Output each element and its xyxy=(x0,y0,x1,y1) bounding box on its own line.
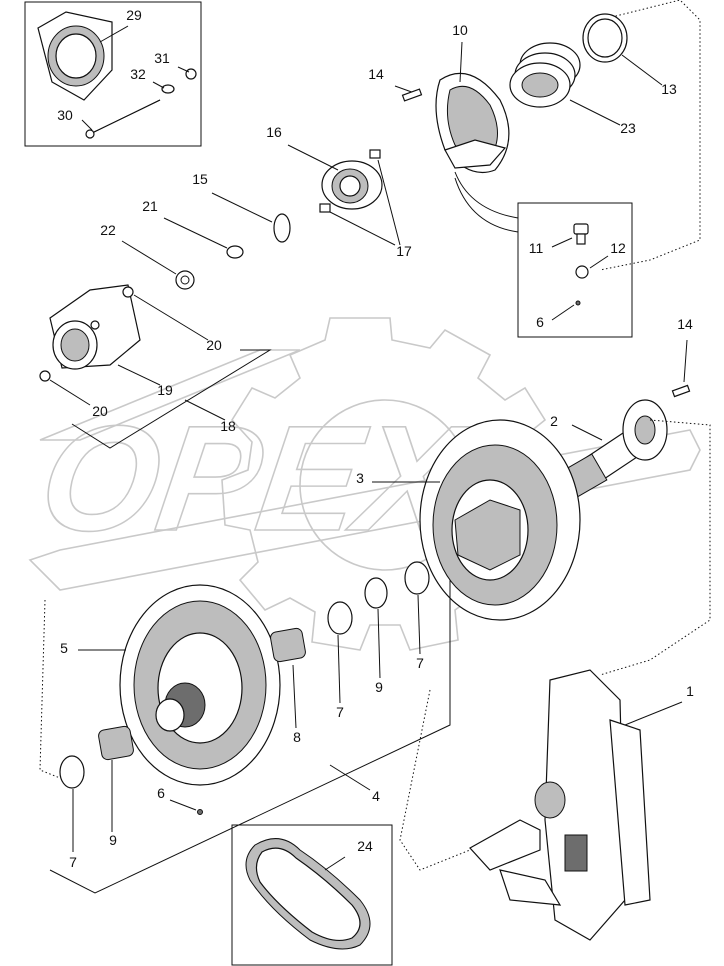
callout-label-l6a: 6 xyxy=(536,314,544,330)
callout-label-l3: 3 xyxy=(356,470,364,486)
part-5-sheave xyxy=(78,584,281,786)
callout-label-l31: 31 xyxy=(154,50,170,66)
gearbox-label-plate xyxy=(564,834,588,872)
callout-label-l24: 24 xyxy=(357,838,373,854)
part-7-ring-center xyxy=(327,601,353,704)
watermark-logo: OPEX xyxy=(28,317,701,651)
part-24-belt xyxy=(245,838,371,950)
callout-label-l6b: 6 xyxy=(157,785,165,801)
callout-label-l4: 4 xyxy=(372,788,380,804)
callout-label-l20a: 20 xyxy=(206,337,222,353)
callout-label-l13: 13 xyxy=(661,81,677,97)
callout-label-l19: 19 xyxy=(157,382,173,398)
part-17-fitting-a xyxy=(369,149,381,159)
callout-label-l1: 1 xyxy=(686,683,694,699)
callout-label-l8: 8 xyxy=(293,729,301,745)
callout-label-l10: 10 xyxy=(452,22,468,38)
part-20-plug-a xyxy=(122,286,134,298)
callout-label-l7b: 7 xyxy=(336,704,344,720)
part-12-nut xyxy=(575,265,589,279)
callout-label-l9b: 9 xyxy=(109,832,117,848)
callout-label-l12: 12 xyxy=(610,240,626,256)
callout-label-l30: 30 xyxy=(57,107,73,123)
callout-label-l7c: 7 xyxy=(69,854,77,870)
callout-label-l14a: 14 xyxy=(368,66,384,82)
callout-label-l23: 23 xyxy=(620,120,636,136)
part-1-gearbox xyxy=(469,669,683,941)
part-3-sheave xyxy=(372,419,581,621)
part-31-nut xyxy=(185,68,197,80)
part-21-washer xyxy=(163,217,244,259)
part-15-circlip xyxy=(211,192,291,243)
callout-label-l14b: 14 xyxy=(677,316,693,332)
callout-label-l11: 11 xyxy=(529,240,544,256)
inset-box-right xyxy=(454,171,633,338)
callout-label-l15: 15 xyxy=(192,171,208,187)
dotted-boundary-left xyxy=(39,599,61,779)
part-6-pin-top xyxy=(575,300,581,306)
part-29-bracket xyxy=(37,11,113,101)
inset-box-belt xyxy=(231,824,393,966)
callout-label-l9a: 9 xyxy=(375,679,383,695)
part-14-screw-right xyxy=(671,339,691,398)
part-19-housing xyxy=(49,284,141,370)
inset-box-top-left xyxy=(24,1,202,147)
part-10-cover xyxy=(435,41,510,174)
assembly-bracket-4 xyxy=(49,580,451,894)
part-23-spring xyxy=(509,42,621,126)
callout-label-l32: 32 xyxy=(130,66,146,82)
dotted-boundary-right xyxy=(599,419,711,676)
callout-label-l5: 5 xyxy=(60,640,68,656)
part-7-ring-right xyxy=(404,561,430,655)
callout-label-l21: 21 xyxy=(142,198,158,214)
part-7-ring-left xyxy=(59,755,85,852)
callout-label-l18: 18 xyxy=(220,418,236,434)
dotted-boundary-bottom xyxy=(399,689,471,871)
callout-label-l16: 16 xyxy=(266,124,282,140)
callout-label-l2: 2 xyxy=(550,413,558,429)
part-13-ring xyxy=(582,13,663,86)
part-22-nut xyxy=(121,240,195,290)
part-14-screw-top xyxy=(401,88,423,102)
part-32-washer xyxy=(161,84,175,94)
callout-label-l17: 17 xyxy=(396,243,412,259)
part-16-bearing xyxy=(287,144,383,210)
callout-label-l29: 29 xyxy=(126,7,142,23)
callout-label-l7a: 7 xyxy=(416,655,424,671)
part-17-fitting-b xyxy=(319,203,331,213)
part-20-plug-b xyxy=(39,370,51,382)
part-9-bushing-left xyxy=(98,725,134,832)
part-11-screw xyxy=(573,223,589,245)
dotted-boundary-top xyxy=(599,0,701,271)
part-9-circlip-center xyxy=(364,577,388,679)
callout-label-l20b: 20 xyxy=(92,403,108,419)
watermark-text: OPEX xyxy=(31,395,480,562)
part-30-bolt xyxy=(85,99,161,139)
part-6-pin-bottom xyxy=(169,799,203,815)
part-8-bushing xyxy=(270,627,306,729)
callout-label-l22: 22 xyxy=(100,222,116,238)
